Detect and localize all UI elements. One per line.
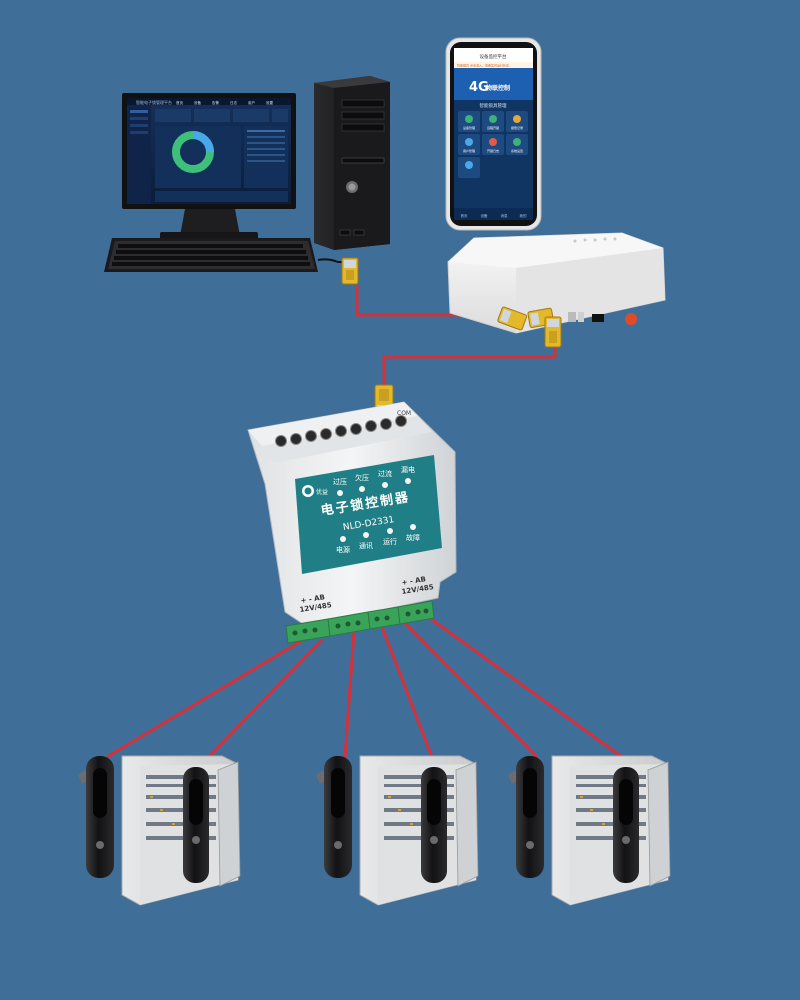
wire-ctrl-lock1 — [106, 638, 304, 759]
lock-handle-3a — [516, 756, 544, 878]
svg-text:设备管理: 设备管理 — [463, 125, 475, 130]
lock-handle-2a — [324, 756, 352, 878]
svg-text:设备: 设备 — [194, 100, 201, 105]
rj45-pc — [341, 257, 359, 285]
led-label-undervoltage: 欠压 — [355, 473, 369, 482]
led-row-bottom: 电源 通讯 运行 故障 — [336, 524, 420, 554]
wiring — [106, 285, 623, 772]
led-label-leakage: 漏电 — [401, 465, 415, 474]
svg-text:优益: 优益 — [316, 488, 328, 496]
svg-text:报警记录: 报警记录 — [511, 125, 523, 130]
phone-section-title: 智能锁具管理 — [480, 102, 507, 109]
wire-ctrl-lock4 — [380, 626, 434, 758]
svg-text:用户管理: 用户管理 — [463, 148, 475, 153]
lock-handle-1b — [183, 767, 209, 883]
monitor-menu: 首页 设备 告警 日志 用户 设置 — [176, 100, 274, 105]
phone-notice: 智能锁具 点击进入，查看实时运行状态 — [457, 63, 509, 68]
output-terminal-blocks — [285, 600, 435, 644]
wire-ctrl-lock3 — [343, 631, 356, 758]
rj45-router-out — [544, 316, 562, 348]
lock-handle-2b — [421, 767, 447, 883]
port-left-polarity: + - AB — [300, 593, 325, 605]
wire-ctrl-lock5 — [400, 618, 539, 759]
phone-header: 设备监控平台 — [480, 53, 507, 60]
svg-text:设置: 设置 — [266, 100, 274, 105]
pc-tower-icon — [314, 76, 390, 250]
controller-front-panel — [295, 455, 442, 574]
com-label: COM — [397, 410, 411, 417]
led-row-top: 过压 欠压 过流 漏电 — [333, 465, 415, 496]
top-terminal-row — [275, 415, 407, 447]
keyboard-icon — [104, 238, 352, 272]
led-undervoltage — [359, 486, 365, 492]
phone-tab-home[interactable]: 首页 — [461, 213, 469, 218]
lock-controller: COM 优益 过压 欠压 过流 漏电 电子锁控制器 NLD-D2331 电源 — [247, 401, 457, 644]
lock-handle-1a — [86, 756, 114, 878]
led-overcurrent — [382, 482, 388, 488]
brand-badge: 优益 — [302, 485, 328, 497]
cabinet-unit-3 — [508, 755, 671, 906]
cabinet-unit-1 — [78, 755, 241, 906]
svg-text:用户: 用户 — [248, 100, 255, 105]
cabinet-unit-2 — [316, 755, 479, 906]
svg-text:系统设置: 系统设置 — [511, 148, 523, 153]
svg-text:物联控制: 物联控制 — [486, 84, 510, 92]
led-label-overcurrent: 过流 — [378, 469, 392, 478]
monitor-screen-title: 智能电子锁管理平台 — [136, 99, 172, 105]
led-label-overvoltage: 过压 — [333, 477, 347, 486]
rj45-router-in — [497, 306, 528, 331]
lock-handle-3b — [613, 767, 639, 883]
led-label-comm: 通讯 — [359, 541, 373, 550]
phone-app-grid: 设备管理 远程开锁 报警记录 用户管理 开锁日志 系统设置 — [458, 111, 528, 178]
svg-text:4G: 4G — [469, 80, 489, 95]
port-right-polarity: + - AB — [401, 575, 426, 587]
phone-tabbar: 首页 设备 消息 我的 — [461, 213, 528, 218]
terminal-block-1 — [285, 618, 331, 644]
phone-tab-me[interactable]: 我的 — [520, 213, 528, 218]
svg-text:开锁日志: 开锁日志 — [487, 148, 499, 153]
led-leakage — [405, 478, 411, 484]
phone-tab-devices[interactable]: 设备 — [481, 213, 489, 218]
wire-ctrl-lock2 — [194, 638, 324, 772]
smartphone-icon: 设备监控平台 智能锁具 点击进入，查看实时运行状态 4G 物联控制 智能锁具管理… — [445, 37, 542, 231]
svg-text:告警: 告警 — [212, 100, 219, 105]
led-power — [340, 536, 346, 542]
phone-tab-messages[interactable]: 消息 — [501, 213, 509, 218]
svg-text:首页: 首页 — [176, 100, 183, 105]
led-label-power: 电源 — [336, 545, 350, 554]
phone-banner — [454, 68, 533, 100]
svg-text:日志: 日志 — [230, 100, 237, 105]
led-overvoltage — [337, 490, 343, 496]
led-fault — [410, 524, 416, 530]
wire-router-controller — [382, 345, 557, 390]
svg-text:远程开锁: 远程开锁 — [487, 125, 499, 130]
wire-ctrl-lock6 — [423, 612, 623, 759]
desktop-monitor-icon: 智能电子锁管理平台 首页 设备 告警 日志 用户 设置 — [122, 93, 296, 240]
cabinet-lock-icon — [78, 755, 671, 906]
led-run — [387, 528, 393, 534]
led-label-fault: 故障 — [406, 533, 420, 542]
led-comm — [363, 532, 369, 538]
led-label-run: 运行 — [383, 537, 397, 546]
